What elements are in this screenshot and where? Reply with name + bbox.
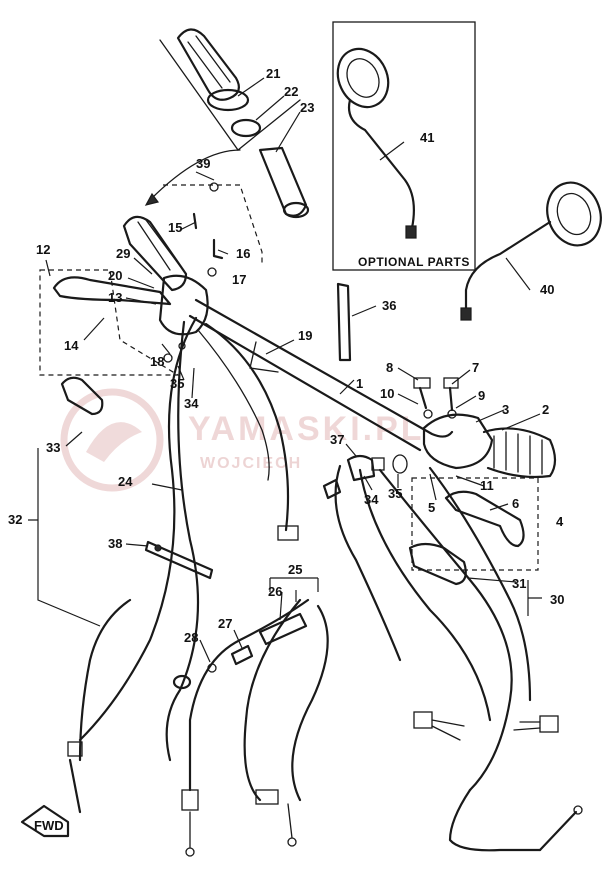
callout-12: 12	[36, 242, 50, 257]
mirror-40-head	[546, 181, 602, 247]
callout-15: 15	[168, 220, 182, 235]
callout-21: 21	[266, 66, 280, 81]
brake-lever	[444, 490, 525, 548]
watermark-logo-ring	[60, 388, 164, 492]
callout-16: 16	[236, 246, 250, 261]
connector-b	[539, 715, 559, 733]
part-37	[346, 454, 376, 482]
throttle-housing	[422, 413, 494, 470]
cable-24	[78, 316, 198, 742]
strap-36	[336, 282, 352, 362]
callout-11: 11	[480, 478, 494, 493]
callout-13: 13	[108, 290, 122, 305]
left-switch-assembly	[52, 182, 224, 336]
callout-26: 26	[268, 584, 282, 599]
callout-31: 31	[512, 576, 526, 591]
callout-24: 24	[118, 474, 133, 489]
grip-assembly-top	[176, 28, 310, 219]
callout-17: 17	[232, 272, 246, 287]
mirror-41-stem	[347, 98, 415, 230]
right-switch-assembly	[413, 377, 557, 479]
callout-2: 2	[542, 402, 549, 417]
handlebar-lower-edge	[188, 314, 422, 452]
handlebar-upper-edge	[194, 298, 454, 438]
watermark-brand: YAMASKI.PL	[188, 410, 425, 448]
callout-3: 3	[502, 402, 509, 417]
callout-34a: 34	[184, 396, 199, 411]
callout-38: 38	[108, 536, 122, 551]
wire-19	[204, 322, 290, 532]
fwd-arrow: FWD	[20, 804, 70, 838]
bracket-38	[144, 540, 214, 580]
right-grip	[482, 427, 557, 479]
part-26	[258, 612, 308, 646]
callout-35b: 35	[388, 486, 402, 501]
callout-34b: 34	[364, 492, 379, 507]
callout-6: 6	[512, 496, 519, 511]
callout-40: 40	[540, 282, 554, 297]
optional-parts-frame	[332, 21, 476, 271]
clutch-lever-14	[52, 276, 172, 306]
callout-33: 33	[46, 440, 60, 455]
callout-1: 1	[356, 376, 363, 391]
fwd-arrow-shape	[20, 804, 70, 838]
callout-32: 32	[8, 512, 22, 527]
left-grip	[122, 215, 188, 292]
mirror-41-head	[336, 47, 390, 109]
callout-5: 5	[428, 500, 435, 515]
part-31	[408, 542, 467, 586]
mirror-41	[336, 47, 417, 239]
callout-30: 30	[550, 592, 564, 607]
callout-28: 28	[184, 630, 198, 645]
callout-29: 29	[116, 246, 130, 261]
callout-7: 7	[472, 360, 479, 375]
optional-parts-box: OPTIONAL PARTS	[332, 21, 476, 271]
callout-35a: 35	[170, 376, 184, 391]
part-27	[230, 644, 254, 666]
callout-36: 36	[382, 298, 396, 313]
callout-18: 18	[150, 354, 164, 369]
callout-22: 22	[284, 84, 298, 99]
grip-cap-33	[60, 376, 104, 416]
watermark-logo-mark	[86, 422, 142, 462]
cable-25	[188, 598, 310, 792]
parts-26-27-28	[207, 612, 308, 673]
callout-27: 27	[218, 616, 232, 631]
callout-4: 4	[556, 514, 564, 529]
fwd-label: FWD	[34, 818, 64, 833]
callout-19: 19	[298, 328, 312, 343]
callout-labels: 1 2 3 4 5 6 7 8 9 10 11 12 13 14 15 16 1…	[8, 66, 564, 645]
part-28	[207, 663, 217, 673]
callout-25: 25	[288, 562, 302, 577]
cable-32	[165, 320, 200, 762]
connector-19	[277, 525, 299, 541]
leader-lines	[45, 77, 541, 663]
callout-10: 10	[380, 386, 394, 401]
callout-41: 41	[420, 130, 434, 145]
parts-34-35-37	[163, 342, 408, 500]
callout-23: 23	[300, 100, 314, 115]
cables	[67, 316, 583, 857]
top-grip	[176, 28, 241, 101]
watermark-sub: WOJCIECH	[200, 455, 302, 472]
mirror-40	[460, 181, 602, 321]
callout-20: 20	[108, 268, 122, 283]
connector-a	[413, 711, 433, 729]
watermark: YAMASKI.PL WOJCIECH	[60, 388, 425, 492]
left-switch-housing	[158, 274, 209, 336]
callout-14: 14	[64, 338, 79, 353]
callout-37: 37	[330, 432, 344, 447]
mirror-40-stem	[464, 220, 552, 312]
optional-parts-label: OPTIONAL PARTS	[358, 255, 470, 269]
callout-39: 39	[196, 156, 210, 171]
brake-lever-6	[444, 490, 525, 548]
callout-9: 9	[478, 388, 485, 403]
callout-8: 8	[386, 360, 393, 375]
